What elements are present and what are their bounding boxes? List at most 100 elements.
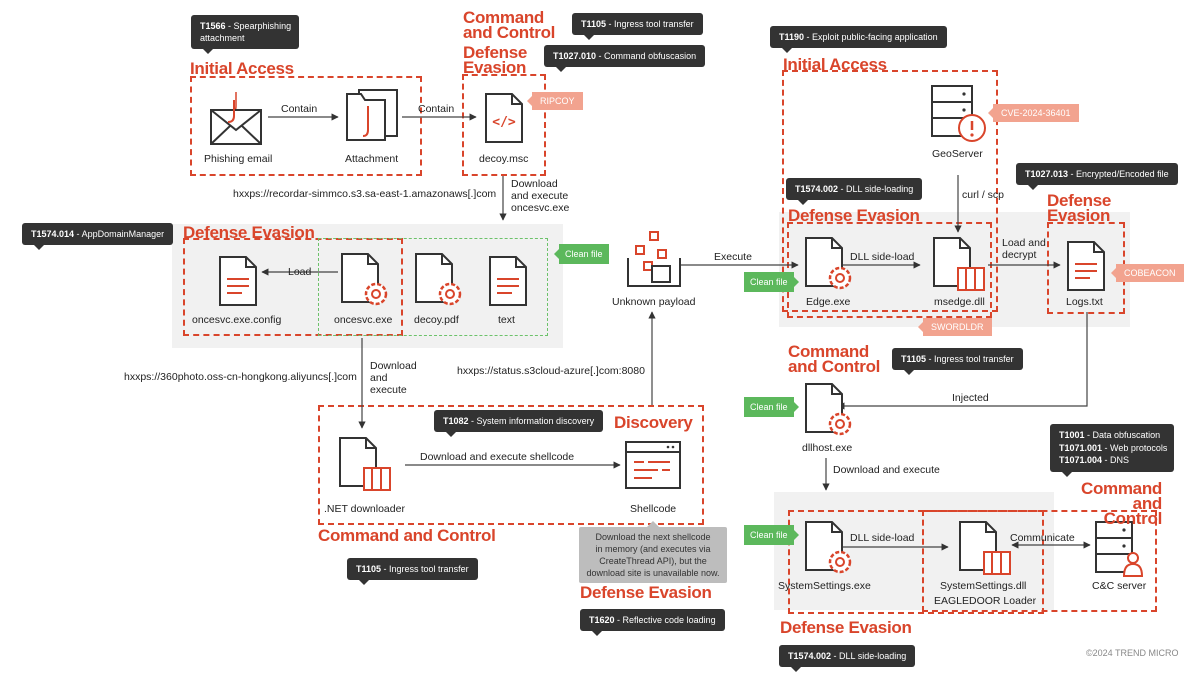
section-defense-evasion-shellcode: Defense Evasion: [580, 583, 712, 602]
c2-right-bottom-box: [922, 510, 1157, 612]
section-defense-evasion-left: Defense Evasion: [183, 223, 315, 242]
node-label-oncesvc-exe: oncesvc.exe: [334, 314, 393, 326]
node-label-logs-txt: Logs.txt: [1066, 296, 1103, 308]
malware-tag-swordldr: SWORDLDR: [918, 318, 992, 336]
net-downloader-icon: [339, 437, 391, 491]
clean-file-tag-dllhost: Clean file: [744, 397, 799, 417]
tag-t1001: T1001 - Data obfuscation T1071.001 - Web…: [1050, 424, 1174, 476]
node-label-cc-server: C&C server: [1092, 580, 1147, 592]
malware-tag-ripcoy: RIPCOY: [527, 92, 583, 110]
edge-label-injected: Injected: [952, 392, 989, 404]
vuln-tag-cve: CVE-2024-36401: [988, 104, 1079, 122]
defense-evasion-top-box: [462, 74, 546, 176]
payload-box-icon: [627, 231, 681, 287]
edge-label-load: Load: [288, 266, 312, 278]
tag-t1574-002-bottom: T1574.002 - DLL side-loading: [779, 645, 916, 672]
edge-label-download-shellcode: Download and execute shellcode: [420, 451, 575, 463]
defense-evasion-mid-box: [787, 222, 992, 318]
url-recordar: hxxps://recordar-simmco.s3.sa-east-1.ama…: [233, 188, 497, 200]
edge-exe-gear-icon: [805, 237, 852, 290]
node-label-net-downloader: .NET downloader: [324, 503, 405, 515]
node-label-dllhost: dllhost.exe: [802, 442, 853, 454]
edge-label-contain-1: Contain: [281, 103, 318, 115]
section-defense-evasion-bottom: Defense Evasion: [780, 618, 912, 637]
clean-file-tag-left: Clean file: [554, 244, 609, 264]
defense-evasion-bottom-box: [788, 510, 1044, 614]
edge-label-execute: Execute: [714, 251, 752, 263]
copyright: ©2024 TREND MICRO: [1086, 648, 1179, 658]
node-label-phishing-email: Phishing email: [204, 153, 273, 165]
tag-t1105-top: T1105 - Ingress tool transfer: [572, 13, 703, 40]
section-c2-right: Command and Control: [788, 342, 881, 376]
executable-gear-icon: [341, 253, 388, 306]
section-c2-right-bottom: Command and Control: [1080, 479, 1162, 528]
section-initial-access-right: Initial Access: [783, 55, 887, 74]
tag-t1027-013: T1027.013 - Encrypted/Encoded file: [1016, 163, 1178, 190]
node-label-shellcode: Shellcode: [630, 503, 677, 515]
node-label-text: text: [498, 314, 515, 326]
clean-file-tag-systemsettings: Clean file: [744, 525, 799, 545]
edge-label-communicate: Communicate: [1010, 532, 1075, 544]
node-label-systemsettings-exe: SystemSettings.exe: [778, 580, 871, 592]
edge-label-curl-scp: curl / scp: [962, 189, 1005, 201]
section-c2-top: Command and Control: [463, 8, 556, 42]
logs-file-icon: [1067, 241, 1105, 291]
text-file-icon: [489, 256, 527, 306]
systemsettings-dll-icon: [959, 521, 1011, 575]
section-c2-bottom-left: Command and Control: [318, 526, 496, 545]
clean-file-tag-edge: Clean file: [744, 272, 799, 292]
tag-t1620: T1620 - Reflective code loading: [580, 609, 725, 636]
edge-label-download-execute-right: Download and execute: [833, 464, 940, 476]
discovery-c2-box: [318, 405, 704, 525]
node-label-unknown-payload: Unknown payload: [612, 296, 696, 308]
tag-t1574-002-mid: T1574.002 - DLL side-loading: [786, 178, 923, 205]
node-label-decoy-msc: decoy.msc: [479, 153, 529, 165]
shellcode-window-icon: [625, 441, 681, 489]
attachment-folder-icon: [346, 89, 398, 141]
url-360photo: hxxps://360photo.oss-cn-hongkong.aliyunc…: [124, 371, 357, 383]
section-defense-evasion-mid: Defense Evasion: [788, 206, 920, 225]
initial-access-left-box: [190, 76, 422, 176]
envelope-icon: [210, 100, 262, 145]
cc-server-icon: [1095, 521, 1144, 577]
dll-library-icon: [933, 237, 985, 291]
tag-t1082: T1082 - System information discovery: [434, 410, 604, 437]
code-file-icon: </>: [485, 93, 523, 143]
defense-evasion-left-box: [183, 238, 403, 336]
node-label-systemsettings-dll: SystemSettings.dll: [940, 580, 1027, 592]
initial-access-right-box: [782, 70, 998, 312]
tag-t1574-014: T1574.014 - AppDomainManager: [22, 223, 174, 250]
systemsettings-exe-gear-icon: [805, 521, 852, 574]
section-discovery: Discovery: [614, 413, 693, 432]
edge-label-contain-2: Contain: [418, 103, 455, 115]
node-label-oncesvc-config: oncesvc.exe.config: [192, 314, 282, 326]
url-status: hxxps://status.s3cloud-azure[.]com:8080: [457, 365, 645, 377]
node-label-eagledoor: EAGLEDOOR Loader: [934, 595, 1037, 607]
config-file-icon: [219, 256, 257, 306]
edge-label-dll-sideload-top: DLL side-load: [850, 251, 915, 263]
node-label-edge-exe: Edge.exe: [806, 296, 851, 308]
edge-label-dll-sideload-bottom: DLL side-load: [850, 532, 915, 544]
server-alert-icon: [931, 85, 986, 142]
tag-t1105-right: T1105 - Ingress tool transfer: [892, 348, 1023, 375]
clean-file-group-left: [318, 238, 548, 336]
section-defense-evasion-logs: Defense Evasion: [1047, 191, 1112, 225]
node-label-geoserver: GeoServer: [932, 148, 983, 160]
node-label-decoy-pdf: decoy.pdf: [414, 314, 459, 326]
svg-text:</>: </>: [492, 115, 516, 130]
section-initial-access-left: Initial Access: [190, 59, 294, 78]
tag-t1190: T1190 - Exploit public-facing applicatio…: [770, 26, 947, 53]
node-label-attachment: Attachment: [345, 153, 399, 165]
tag-t1027-010: T1027.010 - Command obfuscasion: [544, 45, 706, 72]
malware-tag-cobeacon: COBEACON: [1111, 264, 1184, 282]
section-defense-evasion-top: Defense Evasion: [463, 43, 528, 77]
node-label-msedge-dll: msedge.dll: [934, 296, 985, 308]
dllhost-gear-icon: [805, 383, 852, 436]
pdf-gear-icon: [415, 253, 462, 306]
tag-t1105-bottom: T1105 - Ingress tool transfer: [347, 558, 478, 585]
